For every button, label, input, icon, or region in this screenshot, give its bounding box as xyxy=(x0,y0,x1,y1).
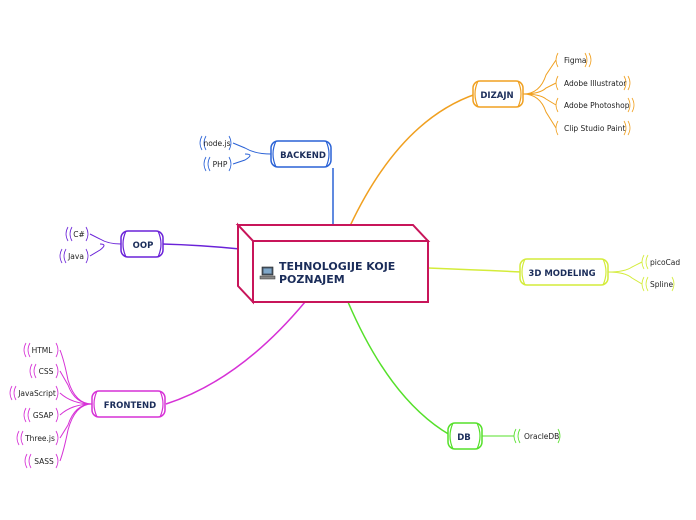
leaf-threejs[interactable]: Three.js xyxy=(16,430,59,446)
central-topic[interactable]: TEHNOLOGIJE KOJE POZNAJEM xyxy=(235,222,431,305)
branch-oop[interactable]: OOP xyxy=(120,230,164,258)
branch-frontend[interactable]: FRONTEND xyxy=(91,390,166,418)
connector-dizajn xyxy=(349,93,477,227)
connector-db xyxy=(347,301,451,436)
leaf-label: PHP xyxy=(213,160,228,169)
leaf-csharp[interactable]: C# xyxy=(65,226,89,242)
leaf-label: Spline xyxy=(650,280,673,289)
connector-3d-modeling xyxy=(427,267,523,273)
leaf-css[interactable]: CSS xyxy=(29,363,59,379)
leaf-label: CSS xyxy=(39,367,54,376)
branch-label-oop: OOP xyxy=(133,241,154,251)
leaf-label: SASS xyxy=(34,457,54,466)
branch-3d-modeling[interactable]: 3D MODELING xyxy=(519,258,609,286)
leaf-label: Adobe Illustrator xyxy=(564,79,627,88)
leaf-java[interactable]: Java xyxy=(59,248,89,264)
connector-frontend xyxy=(165,301,306,405)
central-title-line2: POZNAJEM xyxy=(279,273,345,286)
leaf-adobe-illustrator[interactable]: Adobe Illustrator xyxy=(555,75,631,91)
leaf-gsap[interactable]: GSAP xyxy=(23,407,59,423)
leaf-label: node.js xyxy=(203,139,230,148)
leaf-label: Java xyxy=(67,252,84,261)
branch-backend[interactable]: BACKEND xyxy=(270,140,332,168)
branch-label-db: DB xyxy=(457,433,471,443)
connector-oop xyxy=(161,243,241,250)
leaf-picocad[interactable]: picoCad xyxy=(641,254,680,270)
leaf-label: Three.js xyxy=(24,434,55,443)
leaf-label: Adobe Photoshop xyxy=(564,101,630,110)
leaf-clip-studio-paint[interactable]: Clip Studio Paint xyxy=(555,120,631,136)
branch-dizajn[interactable]: DIZAJN xyxy=(472,80,524,108)
branch-db[interactable]: DB xyxy=(447,422,483,450)
leaf-oracledb[interactable]: OracleDB xyxy=(513,428,561,444)
leaf-label: JavaScript xyxy=(17,389,56,398)
leaf-figma[interactable]: Figma xyxy=(555,52,592,68)
leaf-label: Clip Studio Paint xyxy=(564,124,625,133)
leaf-label: picoCad xyxy=(650,258,680,267)
leaf-node-js[interactable]: node.js xyxy=(199,135,232,151)
leaf-label: Figma xyxy=(564,56,587,65)
leaf-label: C# xyxy=(73,230,85,239)
leaf-sass[interactable]: SASS xyxy=(24,453,59,469)
branch-label-dizajn: DIZAJN xyxy=(480,91,513,101)
computer-icon xyxy=(259,266,276,280)
branch-label-backend: BACKEND xyxy=(280,151,326,161)
branch-label-frontend: FRONTEND xyxy=(104,401,156,411)
leaf-html[interactable]: HTML xyxy=(23,342,59,358)
leaf-javascript[interactable]: JavaScript xyxy=(9,385,59,401)
leaf-php[interactable]: PHP xyxy=(203,156,232,172)
leaf-adobe-photoshop[interactable]: Adobe Photoshop xyxy=(555,97,635,113)
leaf-label: GSAP xyxy=(33,411,54,420)
leaf-spline[interactable]: Spline xyxy=(641,276,675,292)
leaf-label: OracleDB xyxy=(524,432,559,441)
central-title-line1: TEHNOLOGIJE KOJE xyxy=(279,260,395,273)
leaf-label: HTML xyxy=(32,346,54,355)
branch-label-3d-modeling: 3D MODELING xyxy=(528,269,595,279)
